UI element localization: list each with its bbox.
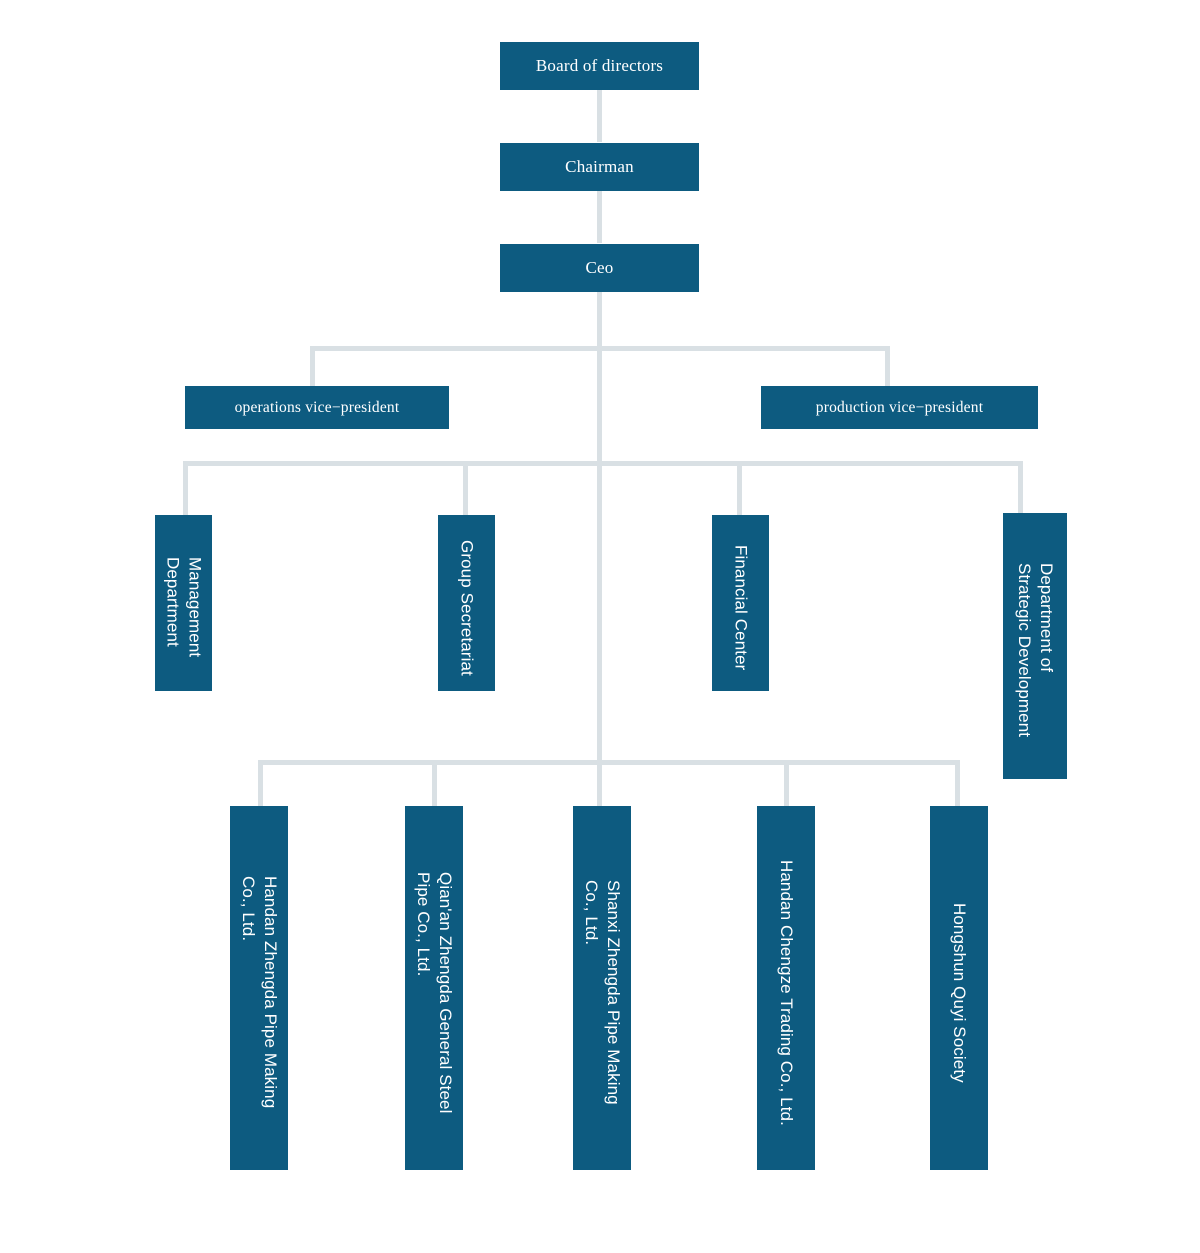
node-production-vice-president[interactable]: production vice−president — [761, 386, 1038, 429]
node-label: Financial Center — [731, 544, 751, 671]
node-label: Department of Strategic Development — [1015, 563, 1056, 738]
connector-chairman-to-ceo — [597, 191, 602, 243]
node-group-secretariat[interactable]: Group Secretariat — [438, 515, 495, 691]
node-label: Chairman — [565, 157, 634, 177]
node-board-of-directors[interactable]: Board of directors — [500, 42, 699, 90]
connector-dept-management-drop — [183, 461, 188, 517]
node-label: Handan Zhengda Pipe Making Co., Ltd. — [239, 876, 280, 1109]
node-chairman[interactable]: Chairman — [500, 143, 699, 191]
connector-departments-bar — [183, 461, 1023, 466]
node-label: Qian'an Zhengda General Steel Pipe Co., … — [414, 871, 455, 1114]
node-label: production vice−president — [815, 398, 984, 416]
node-shanxi-zhengda-pipe-making[interactable]: Shanxi Zhengda Pipe Making Co., Ltd. — [573, 806, 631, 1170]
connector-vp-operations-drop — [310, 346, 315, 386]
connector-ceo-trunk — [597, 292, 602, 808]
connector-dept-financial-drop — [737, 461, 742, 517]
node-label: Group Secretariat — [457, 539, 477, 676]
node-ceo[interactable]: Ceo — [500, 244, 699, 292]
node-qianan-zhengda-general-steel-pipe[interactable]: Qian'an Zhengda General Steel Pipe Co., … — [405, 806, 463, 1170]
node-handan-zhengda-pipe-making[interactable]: Handan Zhengda Pipe Making Co., Ltd. — [230, 806, 288, 1170]
node-financial-center[interactable]: Financial Center — [712, 515, 769, 691]
node-operations-vice-president[interactable]: operations vice−president — [185, 386, 449, 429]
connector-sub-handan-chengze-drop — [784, 760, 789, 808]
connector-sub-handan-zhengda-drop — [258, 760, 263, 808]
connector-board-to-chairman — [597, 90, 602, 142]
node-department-of-strategic-development[interactable]: Department of Strategic Development — [1003, 513, 1067, 779]
connector-vp-bar — [310, 346, 890, 351]
node-label: Management Department — [163, 557, 205, 658]
node-label: Hongshun Quyi Society — [949, 902, 969, 1083]
connector-sub-qianan-zhengda-drop — [432, 760, 437, 808]
node-management-department[interactable]: Management Department — [155, 515, 212, 691]
node-hongshun-quyi-society[interactable]: Hongshun Quyi Society — [930, 806, 988, 1170]
node-handan-chengze-trading[interactable]: Handan Chengze Trading Co., Ltd. — [757, 806, 815, 1170]
node-label: Ceo — [585, 258, 614, 278]
connector-dept-strategic-drop — [1018, 461, 1023, 515]
connector-vp-production-drop — [885, 346, 890, 386]
connector-sub-hongshun-quyi-drop — [955, 760, 960, 808]
node-label: operations vice−president — [234, 398, 400, 416]
node-label: Shanxi Zhengda Pipe Making Co., Ltd. — [582, 880, 623, 1105]
node-label: Handan Chengze Trading Co., Ltd. — [776, 859, 796, 1126]
connector-subsidiaries-bar — [258, 760, 960, 765]
node-label: Board of directors — [535, 56, 664, 76]
connector-dept-secretariat-drop — [463, 461, 468, 517]
